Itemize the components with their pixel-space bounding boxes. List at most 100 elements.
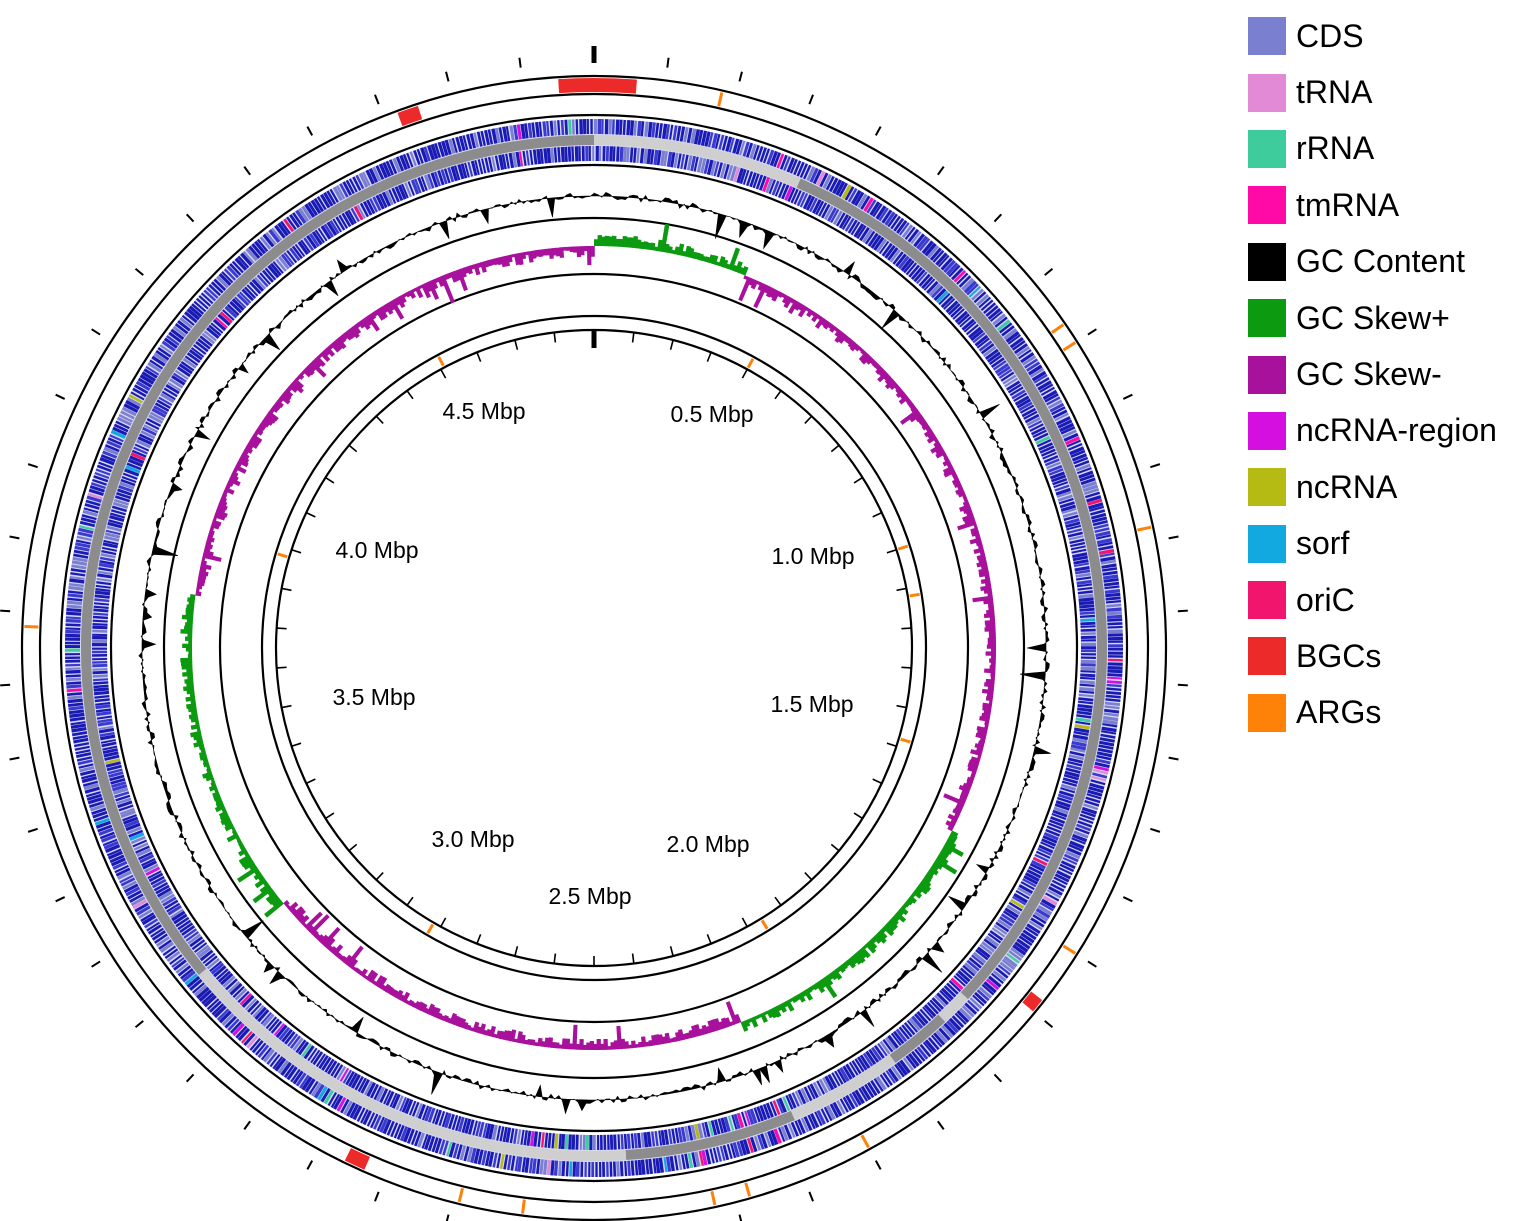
cds-feature [310, 1049, 321, 1064]
gc-skew-bar [797, 992, 806, 1003]
cds-feature [197, 338, 211, 350]
cds-feature [79, 766, 95, 773]
cds-feature [918, 238, 931, 252]
cds-feature [658, 1130, 663, 1146]
outer-tick [55, 896, 66, 903]
cds-feature [119, 874, 134, 884]
gc-skew-bar [596, 1038, 602, 1050]
cds-feature [516, 1129, 522, 1145]
cds-feature [1066, 524, 1082, 531]
cds-feature [1007, 383, 1022, 394]
gc-skew-bar [195, 587, 200, 593]
cds-feature [295, 1039, 307, 1054]
cds-feature [976, 337, 990, 349]
cds-feature [143, 368, 158, 379]
cds-feature [914, 1013, 926, 1027]
cds-feature [742, 141, 750, 157]
cds-feature [130, 452, 146, 461]
cds-feature [789, 158, 798, 174]
cds-feature [1004, 377, 1018, 388]
cds-feature [676, 153, 682, 169]
cds-feature [967, 999, 980, 1012]
cds-feature [93, 475, 109, 483]
cds-feature [273, 1023, 285, 1036]
cds-feature [292, 1070, 304, 1085]
cds-feature [158, 939, 172, 950]
cds-feature [696, 157, 703, 173]
gc-skew-bar [797, 305, 808, 318]
cds-feature [1066, 439, 1082, 448]
cds-feature [1106, 680, 1122, 684]
cds-feature [274, 224, 286, 239]
cds-feature [442, 1140, 449, 1156]
cds-feature [118, 414, 134, 423]
gc-skew-bar [608, 236, 613, 247]
cds-feature [1031, 859, 1046, 870]
cds-feature [123, 883, 139, 894]
gc-skew-bar [843, 960, 851, 968]
legend-item-gc-content: GC Content [1248, 234, 1535, 290]
cds-feature [595, 1161, 598, 1177]
cds-feature [597, 1134, 600, 1150]
arg-inner-mark [277, 552, 288, 559]
cds-feature [1006, 953, 1020, 964]
outer-tick [243, 166, 251, 176]
gc-skew-bar [348, 958, 359, 970]
cds-feature [92, 639, 108, 643]
cds-feature [95, 468, 111, 476]
cds-feature [125, 822, 141, 832]
gc-skew-bar [335, 337, 347, 350]
cds-feature [787, 1093, 797, 1109]
inner-tick [886, 548, 897, 554]
cds-feature [181, 970, 196, 983]
cds-feature [1076, 710, 1092, 716]
cds-feature [749, 1136, 758, 1153]
cds-feature [133, 446, 148, 455]
gc-skew-bar [345, 945, 364, 967]
gc-skew-bar [256, 425, 265, 433]
cds-feature [437, 141, 445, 157]
cds-feature [332, 218, 342, 233]
outer-tick [91, 328, 101, 336]
cds-feature [701, 1122, 707, 1138]
cds-feature [828, 177, 839, 193]
cds-feature [248, 245, 261, 259]
cds-feature [72, 734, 88, 740]
cds-feature [1079, 687, 1095, 692]
cds-feature [110, 778, 126, 785]
cds-feature [369, 1083, 379, 1099]
gc-skew-bar [386, 301, 396, 311]
cds-feature [229, 1020, 243, 1034]
cds-feature [65, 629, 81, 634]
cds-feature [814, 1111, 823, 1126]
gc-skew-bar [572, 246, 578, 253]
cds-feature [326, 221, 338, 236]
cds-feature [1062, 511, 1078, 518]
cds-feature [177, 320, 191, 332]
cds-feature [984, 348, 999, 361]
gc-skew-bar [720, 1017, 729, 1029]
cds-feature [979, 943, 993, 955]
cds-feature [103, 539, 119, 546]
gc-skew-bar [324, 937, 336, 950]
cds-feature [1048, 468, 1064, 476]
arg-mark [1137, 525, 1152, 532]
gc-skew-bar [180, 661, 193, 667]
cds-feature [1050, 816, 1066, 825]
cds-feature [1093, 523, 1109, 530]
cds-feature [484, 1150, 491, 1167]
cds-feature [1075, 717, 1091, 723]
cds-feature [694, 1151, 701, 1167]
cds-feature [1078, 470, 1094, 479]
cds-feature [391, 1093, 401, 1109]
cds-feature [726, 1144, 733, 1160]
gc-skew-bar [834, 329, 843, 338]
cds-feature [983, 302, 997, 314]
cds-feature [994, 316, 1008, 328]
contig-block [594, 135, 801, 188]
cds-feature [385, 190, 394, 206]
cds-feature [156, 399, 171, 409]
gc-skew-bar [870, 937, 877, 944]
cds-feature [1073, 562, 1089, 567]
cds-feature [825, 1105, 836, 1121]
